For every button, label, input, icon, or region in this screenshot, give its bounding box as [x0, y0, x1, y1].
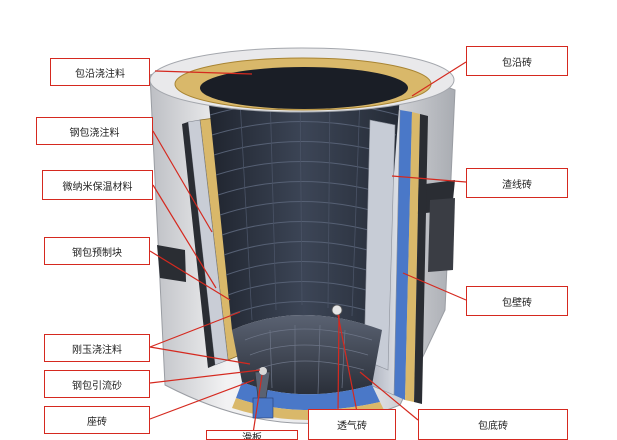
purging-brick-top: [332, 305, 342, 315]
label-wall-brick: 包壁砖: [466, 286, 568, 316]
label-ladle-castable: 钢包浇注料: [36, 117, 153, 145]
nozzle-top: [259, 367, 267, 375]
label-ladle-precast-block: 钢包预制块: [44, 237, 150, 265]
label-slag-line-brick: 渣线砖: [466, 168, 568, 198]
label-corundum-castable: 刚玉浇注料: [44, 334, 150, 362]
label-ladle-rim-castable: 包沿浇注料: [50, 58, 150, 86]
ladle-floor: [232, 315, 382, 394]
label-seat-brick: 座砖: [44, 406, 150, 434]
label-ladle-rim-brick: 包沿砖: [466, 46, 568, 76]
label-nano-insulation: 微纳米保温材料: [42, 170, 153, 200]
trunnion-right: [428, 198, 455, 272]
label-slide-plate: 滑板: [206, 430, 298, 440]
label-bottom-brick: 包底砖: [418, 409, 568, 440]
label-drainage-sand: 钢包引流砂: [44, 370, 150, 398]
label-purging-brick: 透气砖: [308, 409, 396, 440]
